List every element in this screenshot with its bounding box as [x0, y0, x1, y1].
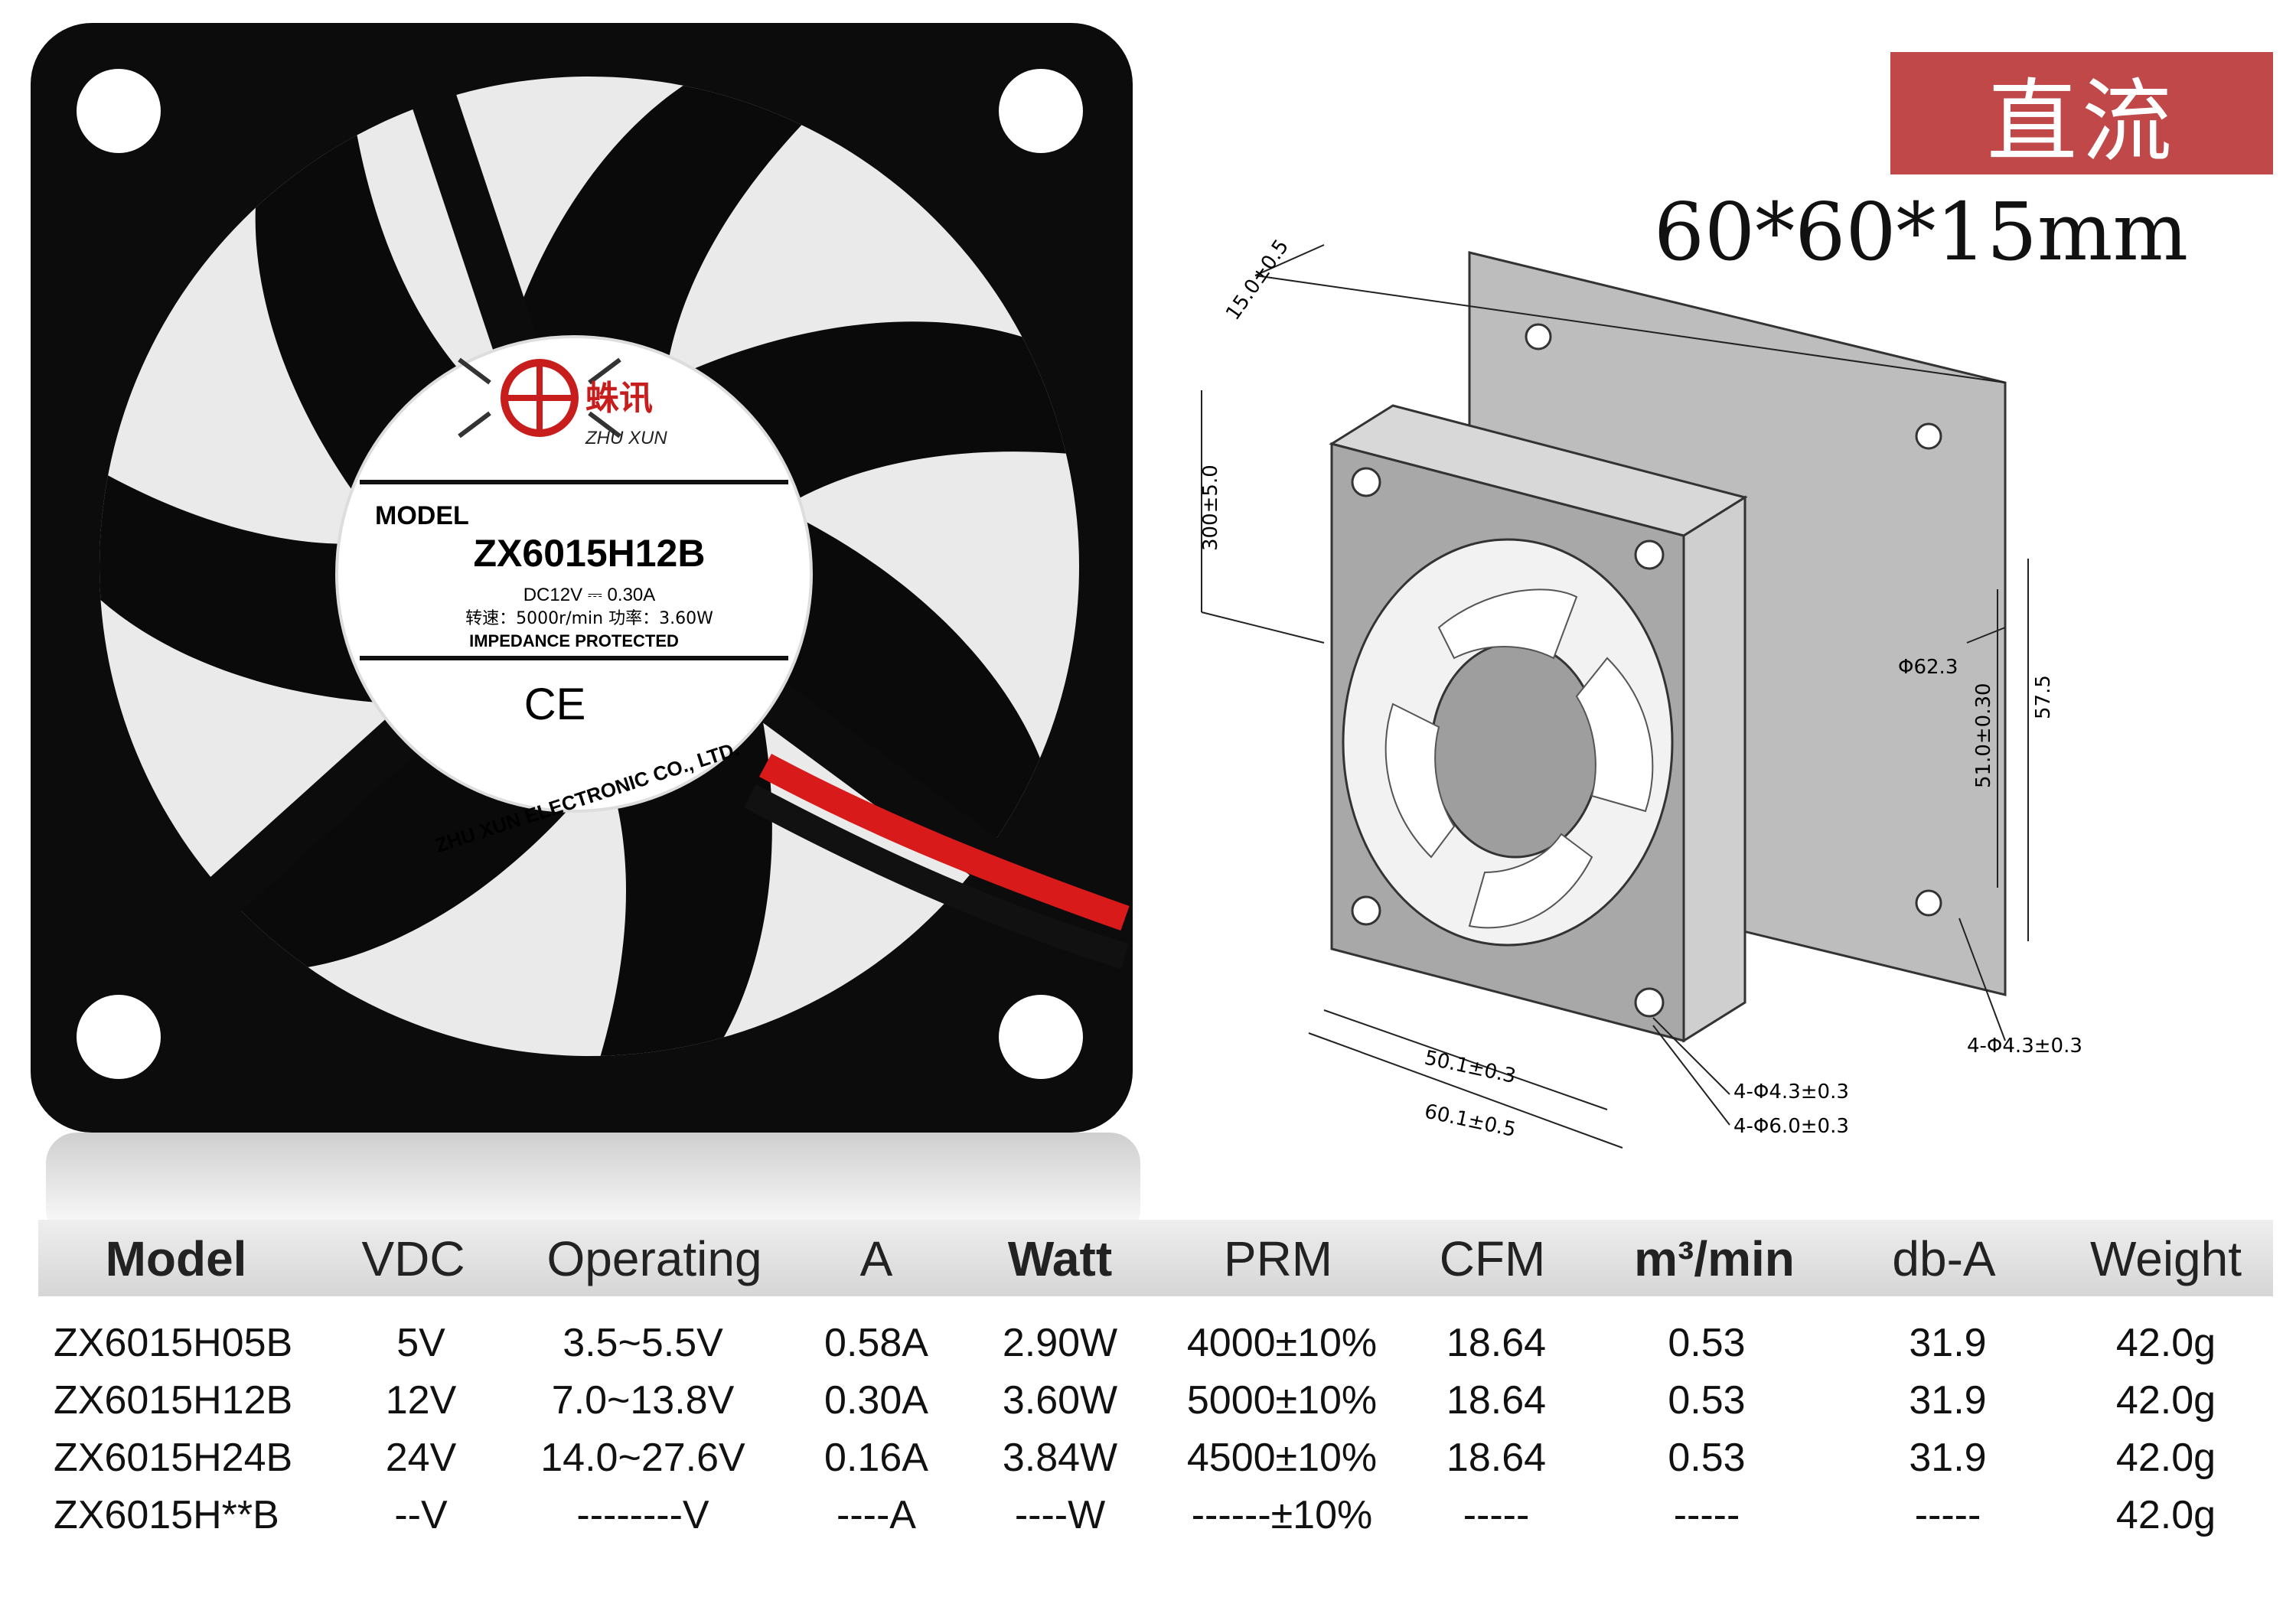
spec-cell: 5000±10% [1186, 1378, 1378, 1423]
spec-cell: 3.60W [1002, 1378, 1118, 1423]
dim-hole-spacing-v: 51.0±0.30 [1972, 683, 1995, 788]
spec-cell: 0.53 [1668, 1378, 1746, 1423]
dim-frame-height: 57.5 [2032, 675, 2055, 719]
dim-wire-length: 300±5.0 [1199, 464, 1222, 551]
spec-cell: --------V [576, 1493, 709, 1537]
spec-cell: 31.9 [1909, 1436, 1987, 1480]
spec-cell: 42.0g [2115, 1493, 2216, 1537]
spec-cell: 12V [385, 1378, 457, 1423]
fan-reflection [46, 1133, 1140, 1240]
spec-cell: ZX6015H24B [54, 1436, 293, 1480]
brand-logo-icon [458, 357, 621, 438]
fan-mounting-holes [77, 69, 1083, 1079]
spec-cell: ----- [1463, 1493, 1530, 1537]
spec-cell: 31.9 [1909, 1378, 1987, 1423]
spec-cell: 0.16A [824, 1436, 928, 1480]
spec-cell: 3.5~5.5V [563, 1321, 723, 1365]
spec-cell: 7.0~13.8V [551, 1378, 735, 1423]
dim-mount-holes-b: 4-Φ6.0±0.3 [1733, 1115, 1849, 1138]
spec-cell: ----A [837, 1493, 916, 1537]
spec-table-header-band [38, 1220, 2273, 1296]
ce-mark: CE [524, 680, 586, 729]
spec-cell: 31.9 [1909, 1321, 1987, 1365]
dim-mount-holes-right: 4-Φ4.3±0.3 [1967, 1035, 2082, 1058]
label-protection: IMPEDANCE PROTECTED [469, 631, 679, 650]
size-title: 60*60*15mm [1653, 185, 2189, 279]
label-rating: DC12V ⎓ 0.30A [523, 585, 656, 605]
spec-cell: 0.58A [824, 1321, 928, 1365]
spec-cell: 0.53 [1668, 1321, 1746, 1365]
spec-cell: 3.84W [1002, 1436, 1118, 1480]
dim-mount-holes-a: 4-Φ4.3±0.3 [1733, 1081, 1849, 1103]
spec-cell: --V [394, 1493, 448, 1537]
dimension-drawing: 15.0±0.5 300±5.0 51.0±0.30 57.5 Φ62.3 4-… [1199, 236, 2082, 1149]
brand-en: ZHU XUN [585, 428, 667, 448]
model-caption: MODEL [375, 501, 469, 530]
dc-badge: 直流 [1890, 52, 2273, 174]
fan-cable [744, 753, 1130, 970]
spec-cell: 5V [396, 1321, 445, 1365]
spec-cell: 42.0g [2115, 1436, 2216, 1480]
spec-cell: 18.64 [1446, 1436, 1547, 1480]
fan-product-photo: 蛛讯 ZHU XUN MODEL ZX6015H12B DC12V ⎓ 0.30… [31, 23, 1140, 1240]
spec-cell: ZX6015H**B [54, 1493, 279, 1537]
spec-cell: 0.53 [1668, 1436, 1746, 1480]
spec-cell: ----W [1014, 1493, 1106, 1537]
spec-cell: 2.90W [1002, 1321, 1118, 1365]
spec-cell: ZX6015H12B [54, 1378, 293, 1423]
spec-cell: 14.0~27.6V [540, 1436, 745, 1480]
spec-cell: 24V [385, 1436, 457, 1480]
label-model: ZX6015H12B [474, 532, 706, 575]
spec-cell: 18.64 [1446, 1321, 1547, 1365]
spec-cell: ZX6015H05B [54, 1321, 293, 1365]
spec-cell: 42.0g [2115, 1378, 2216, 1423]
spec-cell: ----- [1914, 1493, 1981, 1537]
spec-cell: ----- [1673, 1493, 1740, 1537]
spec-cell: 4000±10% [1186, 1321, 1378, 1365]
dim-bore: Φ62.3 [1898, 656, 1958, 679]
spec-cell: 4500±10% [1186, 1436, 1378, 1480]
dim-hole-spacing-h: 50.1±0.3 [1423, 1047, 1518, 1089]
dim-frame-width: 60.1±0.5 [1423, 1100, 1518, 1143]
label-speed-power: 转速：5000r/min 功率：3.60W [465, 609, 713, 628]
spec-cell: 0.30A [824, 1378, 928, 1423]
spec-cell: 42.0g [2115, 1321, 2216, 1365]
spec-cell: 18.64 [1446, 1378, 1547, 1423]
brand-cn: 蛛讯 [585, 379, 653, 418]
fan-hub-label [335, 335, 813, 813]
spec-cell: ------±10% [1191, 1493, 1373, 1537]
